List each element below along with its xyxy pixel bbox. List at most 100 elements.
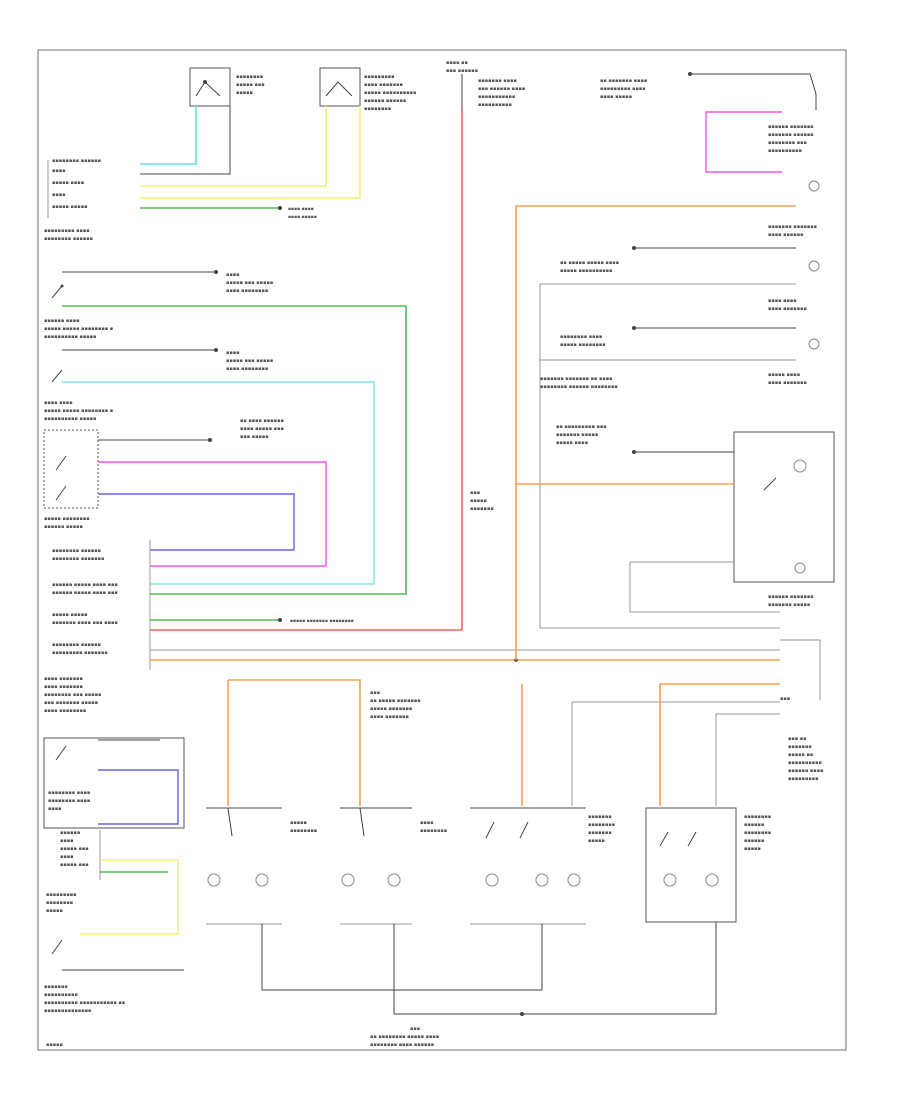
svg-text:▪▪▪▪▪▪▪▪▪ ▪▪▪▪▪▪▪: ▪▪▪▪▪▪▪▪▪ ▪▪▪▪▪▪▪ bbox=[52, 650, 108, 656]
svg-text:▪▪▪▪▪▪: ▪▪▪▪▪▪ bbox=[60, 830, 80, 836]
svg-text:▪▪▪▪ ▪▪▪▪▪▪: ▪▪▪▪ ▪▪▪▪▪▪ bbox=[768, 232, 803, 238]
svg-text:▪▪▪▪▪▪▪▪▪▪: ▪▪▪▪▪▪▪▪▪▪ bbox=[44, 992, 78, 998]
svg-text:▪▪▪ ▪▪▪▪▪▪: ▪▪▪ ▪▪▪▪▪▪ bbox=[446, 68, 478, 74]
svg-text:▪▪ ▪▪▪▪▪▪▪▪▪ ▪▪▪: ▪▪ ▪▪▪▪▪▪▪▪▪ ▪▪▪ bbox=[556, 424, 607, 430]
svg-text:▪▪▪▪▪▪ ▪▪▪▪: ▪▪▪▪▪▪ ▪▪▪▪ bbox=[44, 318, 79, 324]
svg-text:▪▪▪▪▪▪▪▪▪: ▪▪▪▪▪▪▪▪▪ bbox=[788, 776, 819, 782]
right-mid-lamps: ▪▪ ▪▪▪▪▪ ▪▪▪▪▪ ▪▪▪▪ ▪▪▪▪▪ ▪▪▪▪▪▪▪▪▪▪ ▪▪▪… bbox=[539, 246, 820, 628]
svg-text:▪▪ ▪▪▪▪▪ ▪▪▪▪▪ ▪▪▪▪: ▪▪ ▪▪▪▪▪ ▪▪▪▪▪ ▪▪▪▪ bbox=[560, 260, 619, 266]
svg-text:▪▪▪▪▪ ▪▪▪▪▪: ▪▪▪▪▪ ▪▪▪▪▪ bbox=[52, 612, 87, 618]
svg-text:▪▪▪▪▪: ▪▪▪▪▪ bbox=[588, 838, 605, 844]
svg-text:▪▪▪▪▪▪▪▪ ▪▪▪▪▪▪ ▪▪▪▪▪▪▪▪: ▪▪▪▪▪▪▪▪ ▪▪▪▪▪▪ ▪▪▪▪▪▪▪▪ bbox=[540, 384, 618, 390]
svg-text:▪▪▪▪▪ ▪▪▪: ▪▪▪▪▪ ▪▪▪ bbox=[60, 846, 89, 852]
headlamp-switch-block: ▪▪▪▪▪ ▪▪▪▪▪▪▪▪ ▪▪▪▪▪▪ ▪▪▪▪▪ ▪▪ ▪▪▪▪ ▪▪▪▪… bbox=[43, 418, 284, 530]
svg-text:▪▪▪▪▪▪▪ ▪▪▪▪▪: ▪▪▪▪▪▪▪ ▪▪▪▪▪ bbox=[556, 432, 598, 438]
svg-text:▪▪▪▪▪▪▪▪ ▪▪▪▪▪▪: ▪▪▪▪▪▪▪▪ ▪▪▪▪▪▪ bbox=[52, 642, 101, 648]
svg-text:▪▪▪▪▪▪▪▪: ▪▪▪▪▪▪▪▪ bbox=[290, 828, 317, 834]
svg-text:▪▪▪▪▪▪▪ ▪▪▪▪▪▪: ▪▪▪▪▪▪▪ ▪▪▪▪▪▪ bbox=[768, 132, 814, 138]
svg-text:▪▪▪▪: ▪▪▪▪ bbox=[60, 838, 74, 844]
svg-text:▪▪▪▪▪ ▪▪: ▪▪▪▪▪ ▪▪ bbox=[788, 752, 813, 758]
svg-text:▪▪▪▪: ▪▪▪▪ bbox=[52, 192, 66, 198]
svg-text:▪▪▪▪▪▪▪▪▪: ▪▪▪▪▪▪▪▪▪ bbox=[364, 74, 395, 80]
svg-text:▪▪▪▪▪▪ ▪▪▪▪▪▪▪: ▪▪▪▪▪▪ ▪▪▪▪▪▪▪ bbox=[768, 594, 814, 600]
svg-text:▪▪▪▪▪▪ ▪▪▪▪▪: ▪▪▪▪▪▪ ▪▪▪▪▪ bbox=[44, 524, 83, 530]
svg-text:▪▪▪▪▪▪▪: ▪▪▪▪▪▪▪ bbox=[588, 814, 612, 820]
svg-text:▪▪▪▪ ▪▪▪▪▪▪▪: ▪▪▪▪ ▪▪▪▪▪▪▪ bbox=[370, 714, 409, 720]
lamp-module-3: ▪▪▪▪▪▪▪ ▪▪▪▪▪▪▪▪ ▪▪▪▪▪▪▪ ▪▪▪▪▪ bbox=[470, 807, 615, 925]
svg-text:▪▪▪▪▪▪▪▪: ▪▪▪▪▪▪▪▪ bbox=[420, 828, 447, 834]
svg-text:▪▪▪ ▪▪▪▪▪: ▪▪▪ ▪▪▪▪▪ bbox=[240, 434, 269, 440]
right-lower-connector: ▪▪▪ ▪▪▪ ▪▪ ▪▪▪▪▪▪▪ ▪▪▪▪▪ ▪▪ ▪▪▪▪▪▪▪▪▪▪ ▪… bbox=[780, 639, 823, 782]
lamp-module-1: ▪▪▪▪▪ ▪▪▪▪▪▪▪▪ bbox=[206, 807, 317, 925]
svg-text:▪▪▪▪▪: ▪▪▪▪▪ bbox=[744, 846, 761, 852]
svg-text:▪▪▪▪▪▪▪ ▪▪▪▪ ▪▪▪ ▪▪▪▪: ▪▪▪▪▪▪▪ ▪▪▪▪ ▪▪▪ ▪▪▪▪ bbox=[52, 620, 118, 626]
svg-text:▪▪▪▪▪▪▪▪: ▪▪▪▪▪▪▪▪ bbox=[236, 74, 263, 80]
svg-text:▪▪▪▪▪: ▪▪▪▪▪ bbox=[236, 90, 253, 96]
svg-text:▪▪▪: ▪▪▪ bbox=[780, 696, 790, 702]
svg-text:▪▪▪▪▪▪▪▪ ▪▪▪▪▪▪▪: ▪▪▪▪▪▪▪▪ ▪▪▪▪▪▪▪ bbox=[52, 556, 104, 562]
svg-text:▪▪▪▪▪ ▪▪▪▪▪▪▪▪▪▪: ▪▪▪▪▪ ▪▪▪▪▪▪▪▪▪▪ bbox=[560, 268, 612, 274]
svg-text:▪▪▪▪▪ ▪▪▪▪▪▪▪▪▪▪: ▪▪▪▪▪ ▪▪▪▪▪▪▪▪▪▪ bbox=[364, 90, 416, 96]
svg-text:▪▪▪▪▪▪▪: ▪▪▪▪▪▪▪ bbox=[788, 744, 812, 750]
svg-text:▪▪▪▪▪ ▪▪▪▪: ▪▪▪▪▪ ▪▪▪▪ bbox=[768, 372, 800, 378]
svg-text:▪▪▪: ▪▪▪ bbox=[410, 1026, 420, 1032]
top-center-fuse: ▪▪▪▪ ▪▪ ▪▪▪ ▪▪▪▪▪▪ ▪▪▪▪▪▪▪ ▪▪▪▪ ▪▪▪ ▪▪▪▪… bbox=[446, 60, 525, 110]
svg-text:▪▪▪▪▪▪▪▪▪ ▪▪▪▪: ▪▪▪▪▪▪▪▪▪ ▪▪▪▪ bbox=[600, 86, 646, 92]
svg-text:▪▪▪▪: ▪▪▪▪ bbox=[226, 272, 240, 278]
svg-text:▪▪▪▪▪▪▪▪▪▪ ▪▪▪▪▪▪▪▪▪▪▪ ▪▪: ▪▪▪▪▪▪▪▪▪▪ ▪▪▪▪▪▪▪▪▪▪▪ ▪▪ bbox=[44, 1000, 125, 1006]
svg-text:▪▪▪▪▪ ▪▪▪: ▪▪▪▪▪ ▪▪▪ bbox=[236, 82, 265, 88]
svg-text:▪▪▪▪▪ ▪▪▪: ▪▪▪▪▪ ▪▪▪ bbox=[60, 862, 89, 868]
svg-text:▪▪▪▪▪▪▪▪: ▪▪▪▪▪▪▪▪ bbox=[588, 822, 615, 828]
lamp-module-2: ▪▪▪▪ ▪▪▪▪▪▪▪▪ bbox=[340, 807, 447, 925]
svg-text:▪▪▪▪▪▪▪▪ ▪▪▪: ▪▪▪▪▪▪▪▪ ▪▪▪ bbox=[768, 140, 807, 146]
svg-text:▪▪▪▪▪ ▪▪▪▪▪▪▪▪: ▪▪▪▪▪ ▪▪▪▪▪▪▪▪ bbox=[44, 516, 90, 522]
svg-text:▪▪▪▪▪: ▪▪▪▪▪ bbox=[290, 820, 307, 826]
svg-text:▪▪▪▪ ▪▪▪▪: ▪▪▪▪ ▪▪▪▪ bbox=[768, 298, 797, 304]
svg-text:▪▪▪▪: ▪▪▪▪ bbox=[48, 806, 62, 812]
svg-text:▪▪▪▪▪▪▪▪ ▪▪▪▪ ▪▪▪▪▪▪: ▪▪▪▪▪▪▪▪ ▪▪▪▪ ▪▪▪▪▪▪ bbox=[370, 1042, 434, 1048]
svg-text:▪▪▪ ▪▪▪▪▪▪ ▪▪▪▪: ▪▪▪ ▪▪▪▪▪▪ ▪▪▪▪ bbox=[478, 86, 525, 92]
svg-text:▪▪▪▪: ▪▪▪▪ bbox=[52, 168, 66, 174]
svg-text:▪▪▪▪▪▪▪▪ ▪▪▪▪: ▪▪▪▪▪▪▪▪ ▪▪▪▪ bbox=[48, 798, 90, 804]
svg-text:▪▪▪▪ ▪▪▪▪▪▪▪: ▪▪▪▪ ▪▪▪▪▪▪▪ bbox=[768, 380, 807, 386]
svg-text:▪▪▪▪▪▪▪ ▪▪▪▪▪▪▪: ▪▪▪▪▪▪▪ ▪▪▪▪▪▪▪ bbox=[768, 224, 817, 230]
svg-text:▪▪▪▪▪▪▪▪▪▪: ▪▪▪▪▪▪▪▪▪▪ bbox=[478, 102, 512, 108]
svg-text:▪▪▪▪▪▪ ▪▪▪▪▪▪▪: ▪▪▪▪▪▪ ▪▪▪▪▪▪▪ bbox=[768, 124, 814, 130]
svg-text:▪▪▪▪▪▪▪▪▪ ▪▪▪▪: ▪▪▪▪▪▪▪▪▪ ▪▪▪▪ bbox=[44, 228, 90, 234]
svg-text:▪▪▪▪▪ ▪▪▪▪▪▪▪ ▪▪▪▪▪▪▪▪: ▪▪▪▪▪ ▪▪▪▪▪▪▪ ▪▪▪▪▪▪▪▪ bbox=[290, 619, 354, 624]
svg-text:▪▪▪▪▪ ▪▪▪▪▪▪▪▪: ▪▪▪▪▪ ▪▪▪▪▪▪▪▪ bbox=[560, 342, 606, 348]
svg-text:▪▪▪▪ ▪▪▪▪▪▪▪▪: ▪▪▪▪ ▪▪▪▪▪▪▪▪ bbox=[44, 708, 86, 714]
ground-bus: ▪▪▪ ▪▪ ▪▪▪▪▪▪▪▪ ▪▪▪▪▪ ▪▪▪▪ ▪▪▪▪▪▪▪▪ ▪▪▪▪… bbox=[261, 922, 717, 1048]
right-rear-door-switch: ▪▪▪▪ ▪▪▪▪▪ ▪▪▪ ▪▪▪▪▪ ▪▪▪▪ ▪▪▪▪▪▪▪▪ ▪▪▪▪▪… bbox=[44, 270, 273, 340]
svg-text:▪▪ ▪▪▪▪ ▪▪▪▪▪▪: ▪▪ ▪▪▪▪ ▪▪▪▪▪▪ bbox=[240, 418, 284, 424]
svg-text:▪▪▪▪▪ ▪▪▪ ▪▪▪▪▪: ▪▪▪▪▪ ▪▪▪ ▪▪▪▪▪ bbox=[226, 280, 273, 286]
svg-text:▪▪▪ ▪▪▪▪▪▪▪ ▪▪▪▪▪: ▪▪▪ ▪▪▪▪▪▪▪ ▪▪▪▪▪ bbox=[44, 700, 98, 706]
top-left-switch-group: ▪▪▪▪▪▪▪▪ ▪▪▪▪▪ ▪▪▪ ▪▪▪▪▪ ▪▪▪▪▪▪▪▪▪ ▪▪▪▪ … bbox=[189, 67, 416, 112]
svg-text:▪▪▪▪▪▪▪▪ ▪▪▪▪: ▪▪▪▪▪▪▪▪ ▪▪▪▪ bbox=[48, 790, 90, 796]
svg-text:▪▪ ▪▪▪▪▪ ▪▪▪▪▪▪▪: ▪▪ ▪▪▪▪▪ ▪▪▪▪▪▪▪ bbox=[370, 698, 421, 704]
svg-text:▪▪▪▪▪ ▪▪▪▪: ▪▪▪▪▪ ▪▪▪▪ bbox=[52, 180, 84, 186]
svg-text:▪▪▪▪▪: ▪▪▪▪▪ bbox=[470, 498, 487, 504]
svg-text:▪▪▪▪▪: ▪▪▪▪▪ bbox=[46, 1042, 63, 1048]
svg-text:▪▪▪▪▪▪▪▪ ▪▪▪▪▪▪: ▪▪▪▪▪▪▪▪ ▪▪▪▪▪▪ bbox=[44, 236, 93, 242]
svg-text:▪▪▪▪▪▪ ▪▪▪▪: ▪▪▪▪▪▪ ▪▪▪▪ bbox=[788, 768, 823, 774]
svg-text:▪▪▪▪ ▪▪▪▪: ▪▪▪▪ ▪▪▪▪ bbox=[44, 400, 73, 406]
svg-text:▪▪▪▪▪ ▪▪▪▪▪ ▪▪▪▪▪▪▪▪ ▪: ▪▪▪▪▪ ▪▪▪▪▪ ▪▪▪▪▪▪▪▪ ▪ bbox=[44, 326, 113, 332]
svg-text:▪▪▪▪▪▪▪▪ ▪▪▪ ▪▪▪▪▪: ▪▪▪▪▪▪▪▪ ▪▪▪ ▪▪▪▪▪ bbox=[44, 692, 101, 698]
svg-text:▪▪▪▪▪▪ ▪▪▪▪▪ ▪▪▪▪ ▪▪▪: ▪▪▪▪▪▪ ▪▪▪▪▪ ▪▪▪▪ ▪▪▪ bbox=[52, 590, 118, 596]
svg-text:▪▪ ▪▪▪▪▪▪▪▪ ▪▪▪▪▪ ▪▪▪▪: ▪▪ ▪▪▪▪▪▪▪▪ ▪▪▪▪▪ ▪▪▪▪ bbox=[370, 1034, 439, 1040]
svg-text:▪▪▪▪: ▪▪▪▪ bbox=[226, 350, 240, 356]
svg-text:▪▪▪▪ ▪▪▪▪▪: ▪▪▪▪ ▪▪▪▪▪ bbox=[600, 94, 632, 100]
svg-text:▪▪▪▪▪▪▪ ▪▪▪▪▪▪▪ ▪▪ ▪▪▪▪: ▪▪▪▪▪▪▪ ▪▪▪▪▪▪▪ ▪▪ ▪▪▪▪ bbox=[540, 376, 613, 382]
svg-text:▪▪▪▪▪▪ ▪▪▪▪▪ ▪▪▪▪ ▪▪▪: ▪▪▪▪▪▪ ▪▪▪▪▪ ▪▪▪▪ ▪▪▪ bbox=[52, 582, 118, 588]
svg-text:▪▪▪▪ ▪▪▪▪▪▪▪: ▪▪▪▪ ▪▪▪▪▪▪▪ bbox=[44, 676, 83, 682]
diagram-frame bbox=[37, 49, 847, 1051]
svg-text:▪▪▪▪▪: ▪▪▪▪▪ bbox=[46, 908, 63, 914]
svg-text:▪▪▪▪▪▪▪▪▪▪: ▪▪▪▪▪▪▪▪▪▪ bbox=[768, 148, 802, 154]
svg-text:▪▪▪▪▪▪▪▪▪▪: ▪▪▪▪▪▪▪▪▪▪ bbox=[788, 760, 822, 766]
svg-text:▪▪▪▪ ▪▪▪▪▪ ▪▪▪: ▪▪▪▪ ▪▪▪▪▪ ▪▪▪ bbox=[240, 426, 284, 432]
svg-text:▪▪▪▪▪ ▪▪▪▪▪ ▪▪▪▪▪▪▪▪ ▪: ▪▪▪▪▪ ▪▪▪▪▪ ▪▪▪▪▪▪▪▪ ▪ bbox=[44, 408, 113, 414]
right-module-box: ▪▪ ▪▪▪▪▪▪▪▪▪ ▪▪▪ ▪▪▪▪▪▪▪ ▪▪▪▪▪ ▪▪▪▪▪ ▪▪▪… bbox=[556, 424, 835, 608]
svg-text:▪▪▪▪▪ ▪▪▪▪▪: ▪▪▪▪▪ ▪▪▪▪▪ bbox=[52, 204, 87, 210]
